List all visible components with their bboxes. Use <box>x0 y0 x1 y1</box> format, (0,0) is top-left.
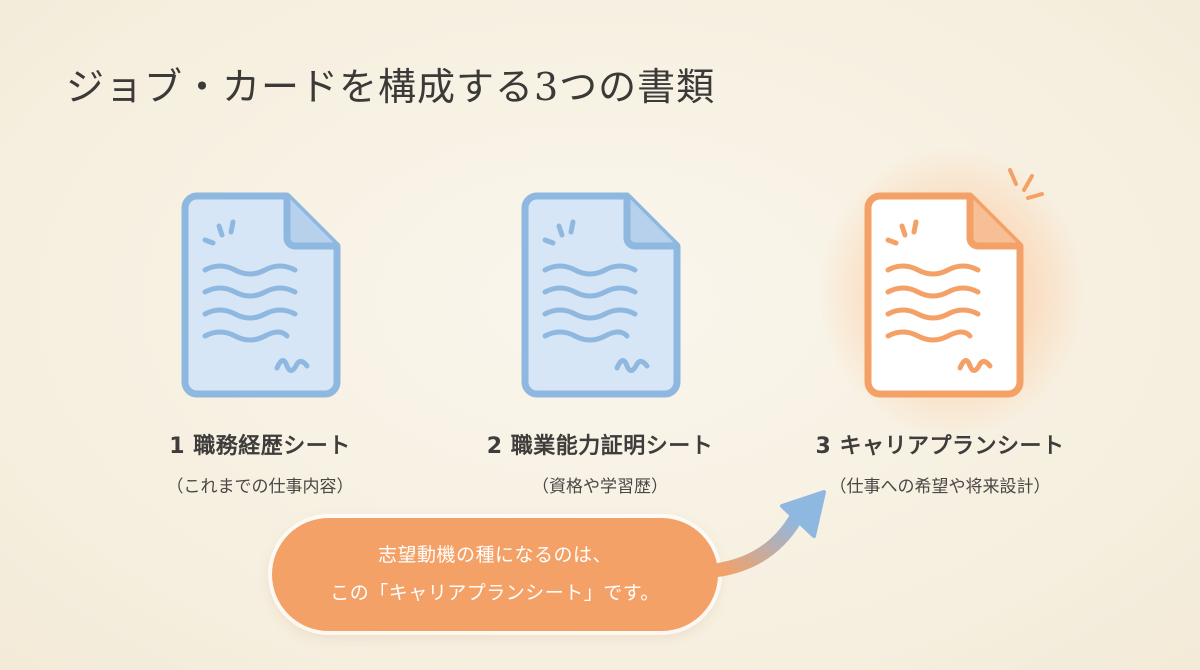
document-2-number: 2 <box>486 434 503 459</box>
document-2-description: （資格や学習歴） <box>532 477 668 497</box>
sparkle-icon <box>1008 168 1044 200</box>
document-3-number: 3 <box>815 434 832 459</box>
document-2-label: 2 職業能力証明シート （資格や学習歴） <box>430 428 770 497</box>
callout-bubble: 志望動機の種になるのは、 この「キャリアプランシート」です。 <box>272 518 718 631</box>
document-1-icon <box>175 190 345 400</box>
callout-line-2: この「キャリアプランシート」です。 <box>330 582 660 604</box>
callout-line-1: 志望動機の種になるのは、 <box>377 544 612 566</box>
document-3-name: キャリアプランシート <box>839 434 1065 459</box>
document-2-name: 職業能力証明シート <box>510 434 714 459</box>
document-1-name: 職務経歴シート <box>193 434 351 459</box>
document-1-number: 1 <box>169 434 186 459</box>
document-3-label: 3 キャリアプランシート （仕事への希望や将来設計） <box>770 428 1110 497</box>
document-3-description: （仕事への希望や将来設計） <box>829 477 1051 497</box>
document-1-label: 1 職務経歴シート （これまでの仕事内容） <box>90 428 430 497</box>
document-3-icon <box>858 190 1028 400</box>
arrow-up-right-icon <box>711 490 826 577</box>
document-1-description: （これまでの仕事内容） <box>166 477 354 497</box>
document-2-icon <box>515 190 685 400</box>
page-title: ジョブ・カードを構成する3つの書類 <box>66 65 716 109</box>
